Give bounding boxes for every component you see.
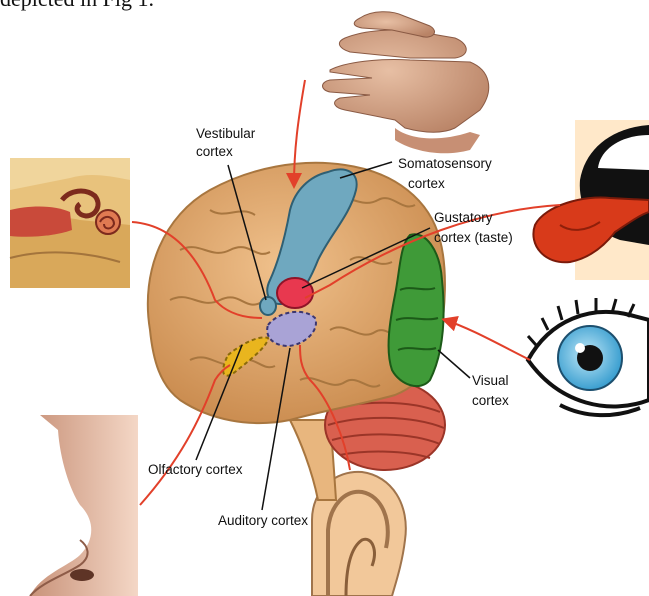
auditory-label: Auditory cortex — [218, 513, 308, 528]
mouth-tongue-icon — [533, 120, 649, 280]
gustatory-label-line1: Gustatory — [434, 210, 493, 225]
visual-leader — [438, 350, 470, 378]
somatosensory-label-line1: Somatosensory — [398, 156, 492, 171]
hand-icon — [323, 12, 489, 154]
nose-icon — [30, 415, 138, 596]
visual-label-line2: cortex — [472, 393, 509, 408]
gustatory-label-line2: cortex (taste) — [434, 230, 513, 245]
eye-icon — [528, 298, 649, 415]
somatosensory-label: Somatosensory cortex — [398, 156, 496, 191]
visual-label: Visual cortex — [472, 373, 512, 408]
vestibular-label: Vestibular cortex — [196, 126, 259, 159]
vestibular-label-line1: Vestibular — [196, 126, 256, 141]
olfactory-label: Olfactory cortex — [148, 462, 243, 477]
vestibular-label-line2: cortex — [196, 144, 233, 159]
vestibular-area — [260, 297, 276, 315]
visual-label-line1: Visual — [472, 373, 509, 388]
gustatory-area — [277, 278, 313, 308]
ear-canal-icon — [10, 158, 130, 288]
vision-pathway — [445, 320, 530, 360]
somatosensory-label-line2: cortex — [408, 176, 445, 191]
